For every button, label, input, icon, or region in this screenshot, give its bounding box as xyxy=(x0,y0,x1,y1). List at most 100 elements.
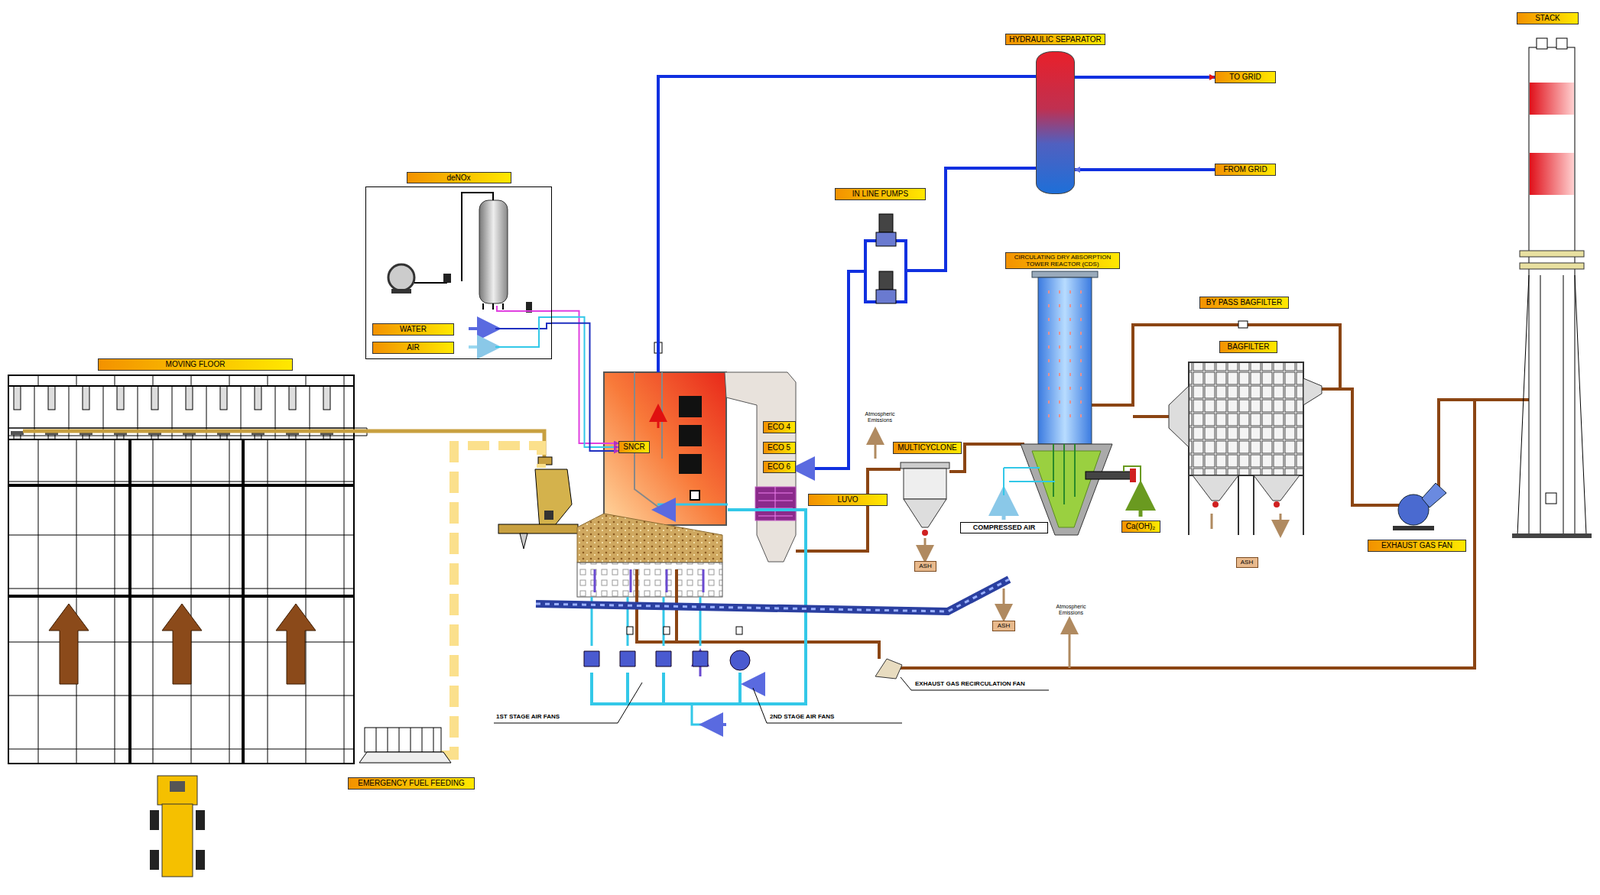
leader-lines xyxy=(493,677,1049,724)
label-text: TO GRID xyxy=(1229,72,1261,82)
bagfilter-label: BAGFILTER xyxy=(1219,340,1278,354)
water-pipes xyxy=(658,76,1036,469)
stack-figure xyxy=(1517,275,1587,536)
wheel-loader xyxy=(195,850,205,870)
label-text: MOVING FLOOR xyxy=(165,360,226,370)
boiler xyxy=(678,454,702,474)
label-text: ASH xyxy=(918,562,932,571)
fan-label: EXHAUST GAS FAN xyxy=(1367,539,1467,552)
emergency-feed-route xyxy=(376,727,434,753)
label-text: EMERGENCY FUEL FEEDING xyxy=(357,778,465,789)
fuel-conveyor xyxy=(22,431,545,459)
flue-gas-ducts xyxy=(874,435,877,459)
ash-conveyor xyxy=(535,579,1010,612)
label-text: BAGFILTER xyxy=(1227,342,1270,352)
absorption-tower xyxy=(1003,271,1141,536)
stack-figure xyxy=(1529,152,1575,195)
label-text: Ca(OH)₂ xyxy=(1126,522,1156,532)
stack-figure xyxy=(1512,533,1592,539)
boiler xyxy=(657,412,660,429)
air-fans xyxy=(626,626,633,635)
label-text: MULTICYCLONE xyxy=(897,443,958,453)
water-pipes xyxy=(876,232,896,247)
exhaust-fan xyxy=(1392,525,1435,531)
feeder xyxy=(544,510,554,520)
bagfilter-unit xyxy=(1168,362,1322,536)
wheel-loader xyxy=(169,781,185,792)
boiler xyxy=(603,372,727,526)
boiler xyxy=(577,513,723,563)
air-fans xyxy=(730,650,750,671)
bypass-label: BY PASS BAGFILTER xyxy=(1199,296,1289,309)
boiler xyxy=(663,508,673,512)
emergency-feed-label: EMERGENCY FUEL FEEDING xyxy=(347,777,475,790)
feeder xyxy=(535,469,572,530)
label-text: LUVO xyxy=(837,495,858,505)
denox-unit xyxy=(443,273,452,283)
wheel-loader xyxy=(149,850,160,870)
flue-gas-ducts xyxy=(1238,321,1248,328)
absorption-tower xyxy=(1032,451,1101,528)
bagfilter-unit xyxy=(1303,378,1322,406)
wheel-loader xyxy=(162,804,193,877)
absorption-tower xyxy=(1002,500,1007,520)
multicyclone xyxy=(921,529,929,536)
label-text: CIRCULATING DRY ABSORPTION TOWER REACTOR… xyxy=(1009,253,1117,268)
leader-lines xyxy=(900,677,1049,691)
pipe-connector xyxy=(551,311,619,452)
bagfilter-unit xyxy=(1192,475,1300,501)
fuel-conveyor xyxy=(538,457,552,465)
bagfilter-unit xyxy=(1212,501,1219,508)
stack-figure xyxy=(1528,47,1575,537)
boiler xyxy=(657,503,728,507)
boiler xyxy=(577,562,723,598)
pipe-connector xyxy=(1074,77,1215,78)
exhaust-fan xyxy=(1421,483,1447,508)
air-fans xyxy=(736,626,743,635)
denox-frame: deNOxWATERAIR xyxy=(365,186,552,360)
emergency-feed-route xyxy=(359,752,452,763)
absorption-tower xyxy=(1123,466,1141,490)
air-fans xyxy=(627,672,740,705)
moving-floor-building xyxy=(8,375,367,764)
ash-box: ASH xyxy=(992,620,1016,632)
feeder xyxy=(498,469,578,549)
wheel-loader xyxy=(157,775,198,805)
absorption-tower xyxy=(1038,277,1092,445)
denox-unit xyxy=(468,327,490,331)
bagfilter-unit xyxy=(1188,475,1304,536)
fan-group-label: 1ST STAGE AIR FANS xyxy=(495,713,561,721)
sncr-box: SNCR xyxy=(618,441,650,454)
label-text: BY PASS BAGFILTER xyxy=(1206,298,1282,308)
air-fans xyxy=(594,569,704,677)
compressed-air-label: COMPRESSED AIR xyxy=(960,522,1049,534)
air-fans xyxy=(584,651,708,667)
ash-box: ASH xyxy=(914,561,937,572)
stack-label: STACK xyxy=(1516,12,1579,25)
denox-unit xyxy=(495,323,552,329)
economiser-box: ECO 6 xyxy=(762,460,796,474)
stack-figure xyxy=(1512,38,1592,539)
multicyclone xyxy=(903,468,947,500)
fan-label-text: EXHAUST GAS RECIRCULATION FAN xyxy=(914,680,1026,688)
air-fans xyxy=(663,626,670,635)
absorption-tower xyxy=(1003,467,1055,496)
absorption-tower xyxy=(1139,495,1143,517)
air-fans xyxy=(691,704,719,725)
label-text: ECO 5 xyxy=(767,443,791,453)
stack-figure xyxy=(1556,38,1568,49)
multicyclone xyxy=(900,462,950,555)
boiler xyxy=(678,395,702,418)
stack-figure xyxy=(1519,250,1584,257)
pipe-line xyxy=(1074,168,1215,172)
medium-label: WATER xyxy=(372,323,455,336)
label-text: WATER xyxy=(399,324,427,335)
stack-figure xyxy=(1536,38,1548,49)
grid-label: TO GRID xyxy=(1214,71,1276,84)
multicyclone xyxy=(900,462,950,469)
pipe-connector xyxy=(1074,169,1215,171)
bagfilter-unit xyxy=(1168,386,1189,448)
flue-gas-ducts xyxy=(1132,415,1169,419)
